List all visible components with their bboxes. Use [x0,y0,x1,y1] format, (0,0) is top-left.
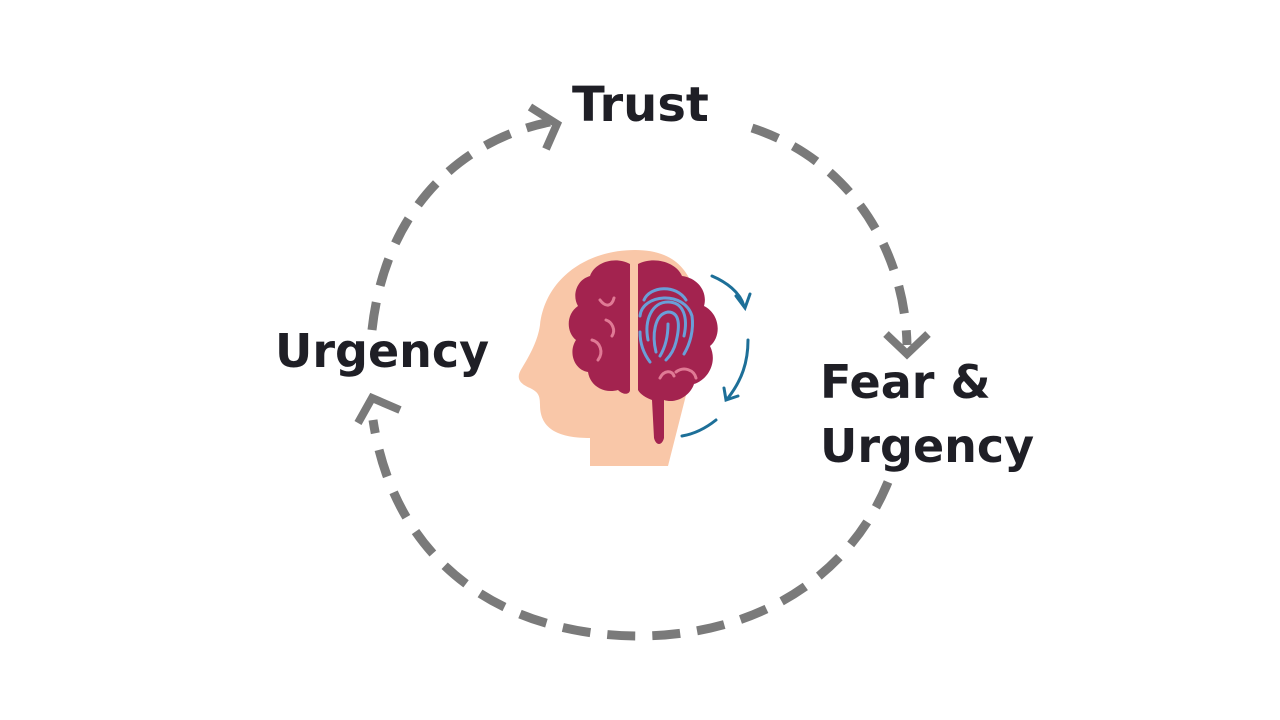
node-fear-urgency-line2: Urgency [820,419,1035,473]
arrowhead-to-fear [883,331,931,360]
node-fear-urgency: Fear & Urgency [820,350,1034,478]
arrowhead-to-urgency [354,392,402,425]
arc-fear-to-urgency [368,419,893,641]
node-trust: Trust [572,77,709,133]
arrowhead-to-trust [527,103,563,151]
arc-trust-to-fear [750,123,912,346]
node-fear-urgency-line1: Fear & [820,355,991,409]
rotation-arrows-icon [680,274,752,438]
head-brain-fingerprint-icon [518,250,752,466]
fingerprint-icon [638,287,694,364]
arc-urgency-to-trust [367,117,551,331]
node-urgency: Urgency [275,324,490,378]
brain-left-hemisphere [568,260,630,394]
